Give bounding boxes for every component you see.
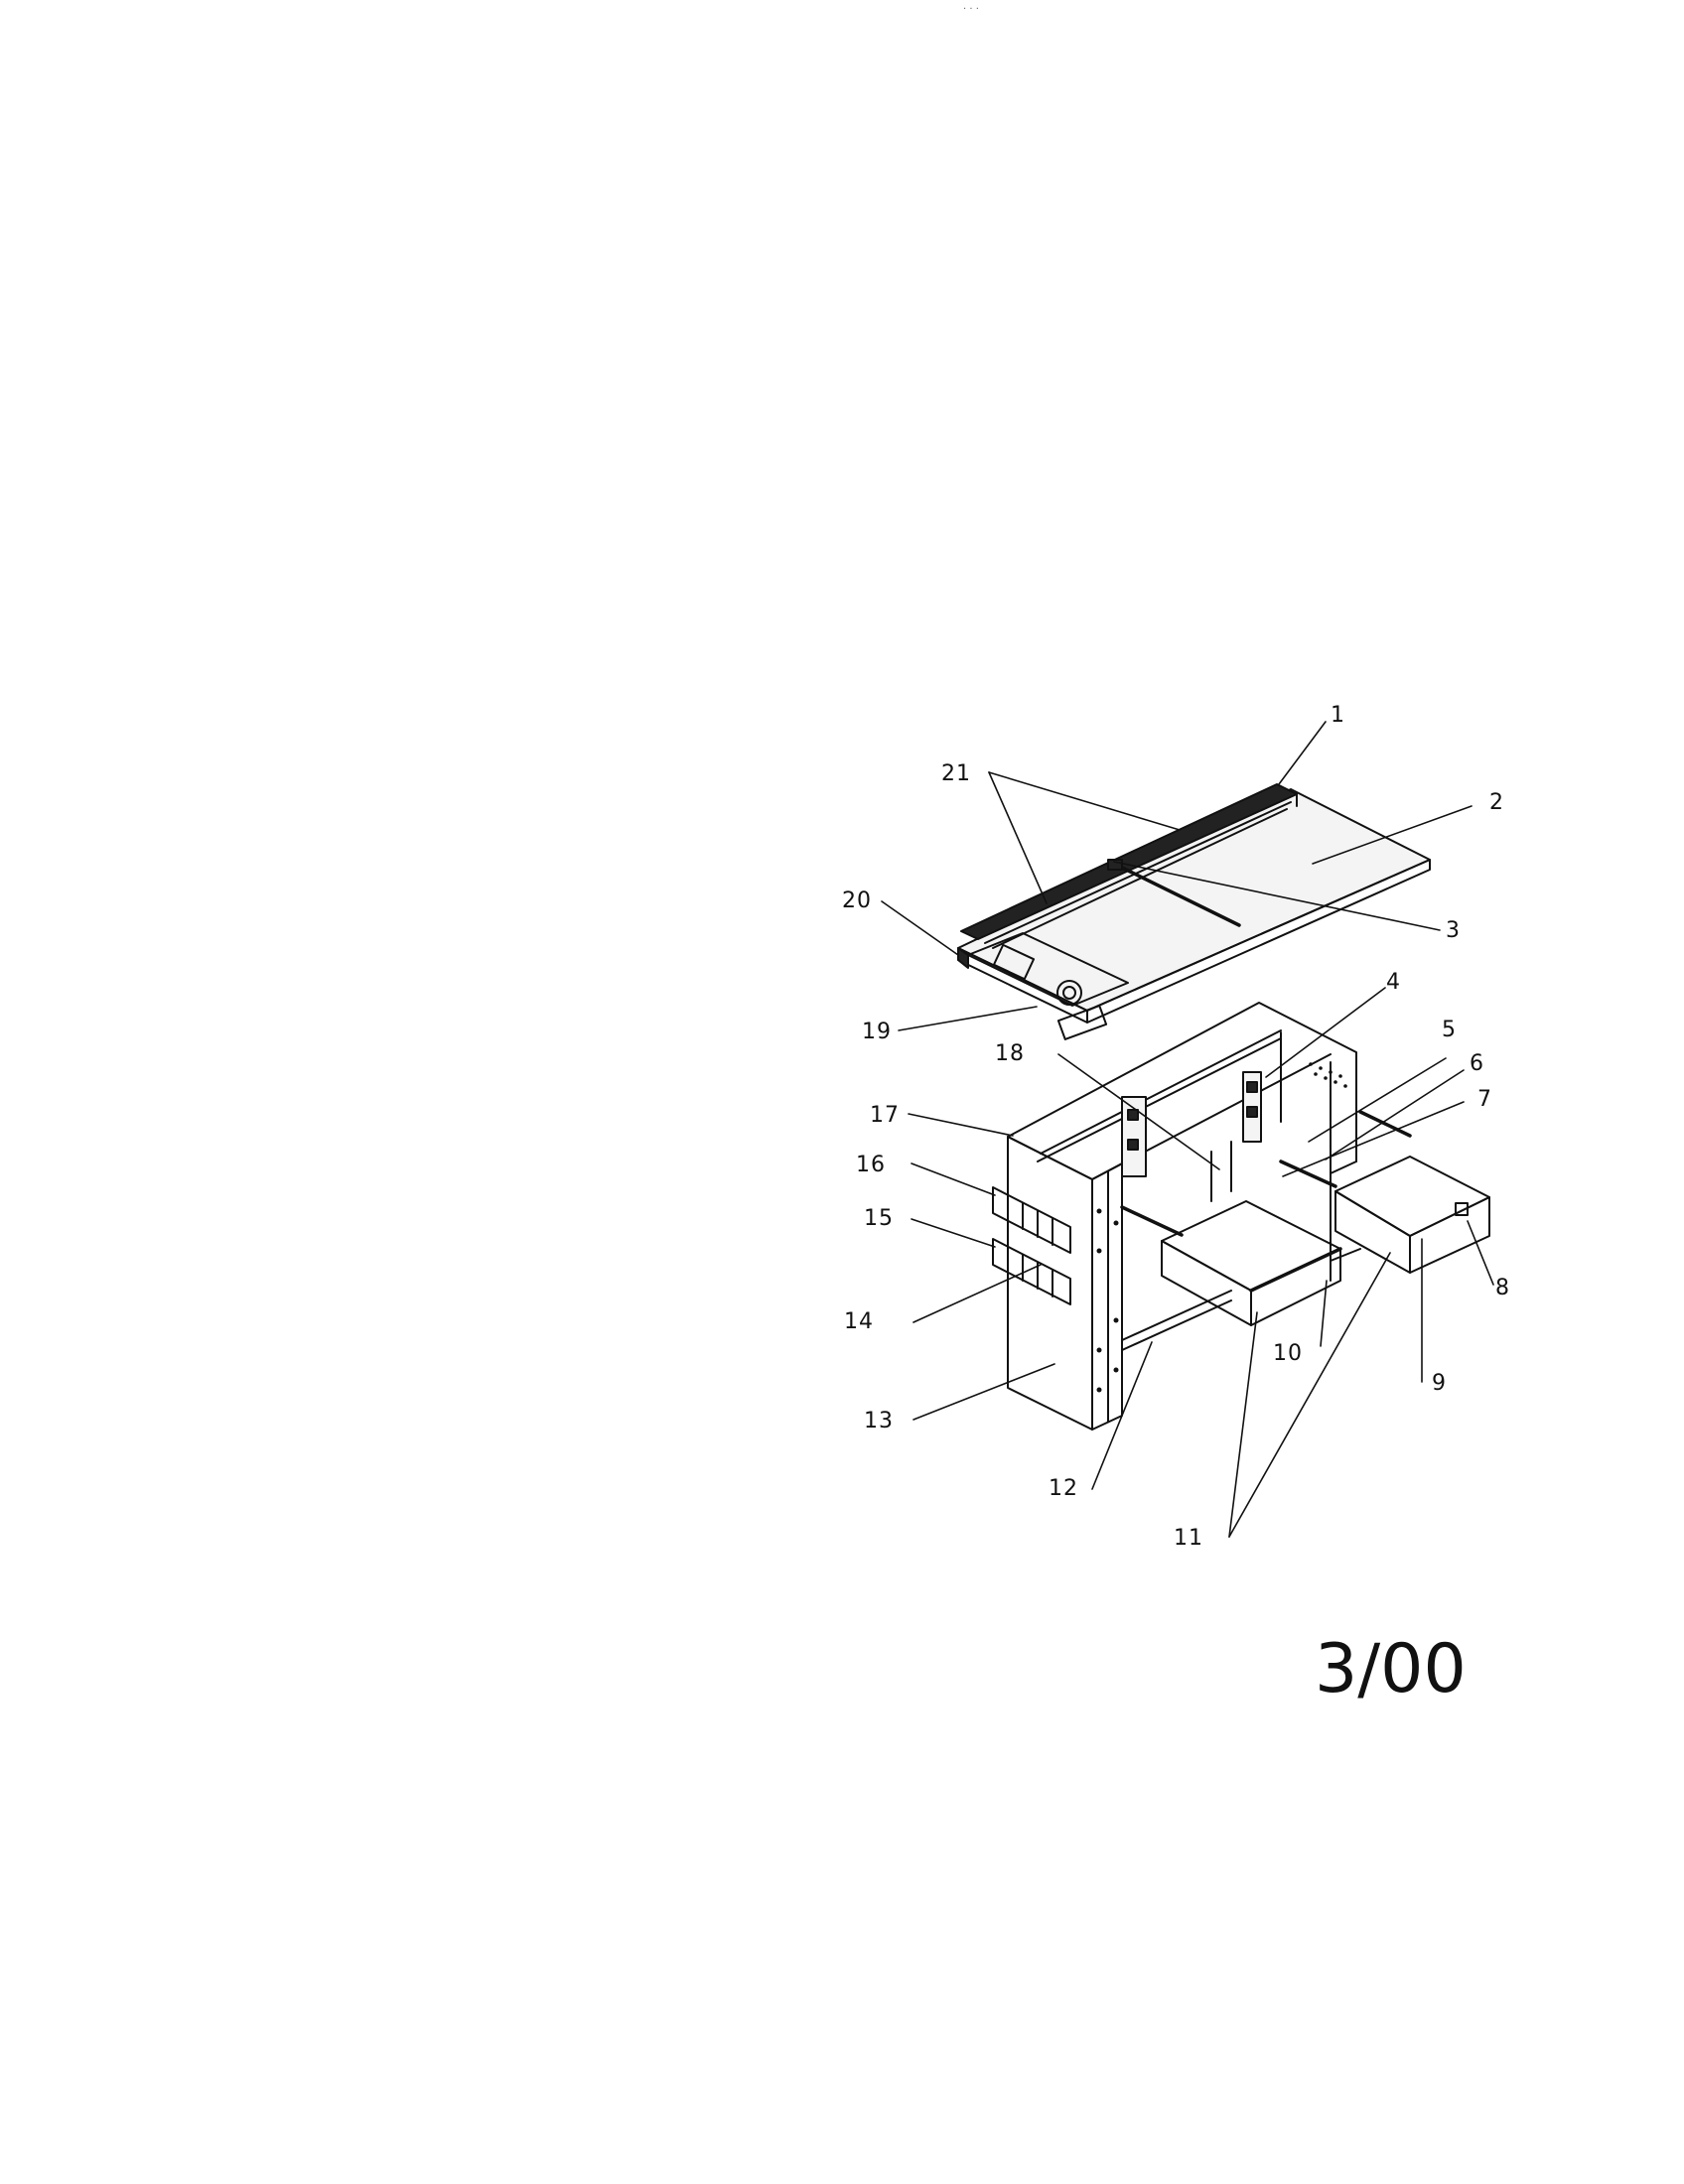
side-bins [992,1186,1071,1305]
page-code: 3/00 [1315,1630,1467,1708]
callout-14: 14 [844,1309,874,1334]
callout-17: 17 [870,1103,900,1128]
callout-20: 20 [842,888,872,913]
leader-lines [881,721,1494,1538]
callout-2: 2 [1489,790,1504,815]
callout-15: 15 [864,1206,894,1231]
top-work-surface [957,783,1431,1040]
callout-1: 1 [1331,703,1345,728]
callout-labels: 1 2 3 4 5 6 7 8 9 10 11 12 13 14 15 16 1… [842,703,1510,1551]
callout-19: 19 [862,1020,892,1044]
callout-12: 12 [1049,1476,1078,1501]
callout-9: 9 [1432,1371,1447,1396]
callout-18: 18 [995,1041,1025,1066]
callout-16: 16 [856,1153,886,1177]
callout-8: 8 [1495,1276,1510,1300]
callout-13: 13 [864,1409,894,1433]
drawer-left [1120,1200,1342,1326]
callout-11: 11 [1174,1526,1203,1551]
callout-7: 7 [1477,1087,1492,1112]
callout-10: 10 [1273,1341,1303,1366]
callout-5: 5 [1442,1018,1457,1042]
callout-21: 21 [941,761,971,786]
cabinet-frame [1007,1002,1361,1431]
callout-4: 4 [1386,970,1401,995]
callout-3: 3 [1446,918,1461,943]
callout-6: 6 [1470,1051,1484,1076]
scan-speck: · · · [963,4,979,15]
drawer-right [1279,1110,1490,1274]
